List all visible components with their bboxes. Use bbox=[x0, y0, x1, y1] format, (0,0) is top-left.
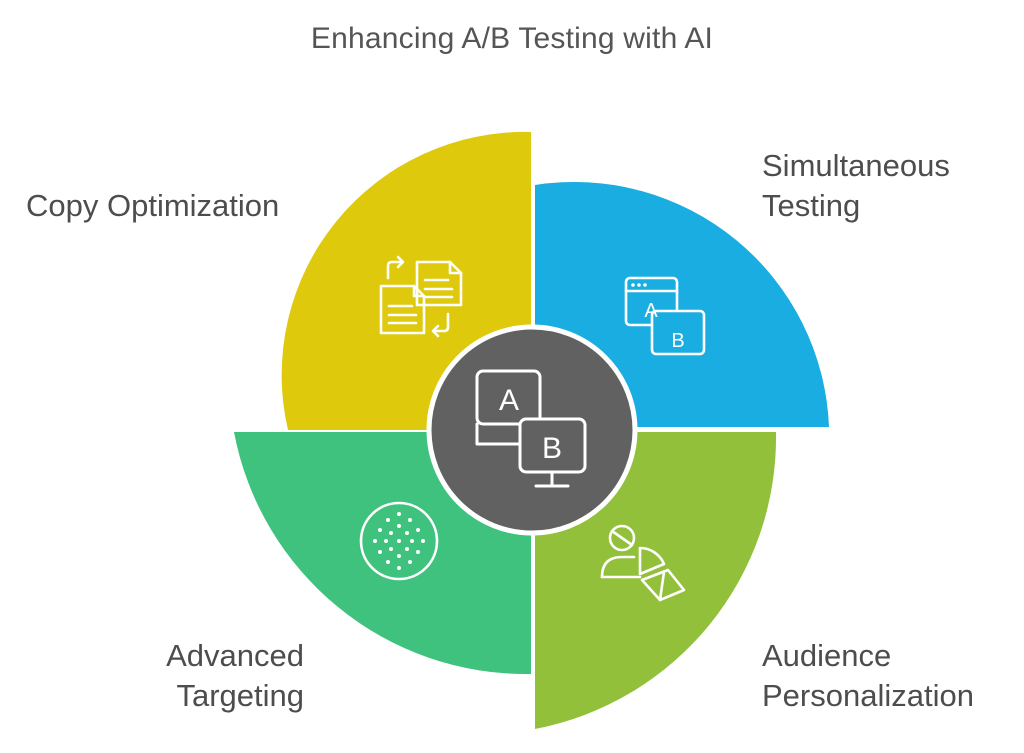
diagram-title: Enhancing A/B Testing with AI bbox=[310, 22, 714, 55]
dotted-circle-icon bbox=[359, 501, 439, 581]
sim-letter-a: A bbox=[644, 300, 658, 322]
label-aud-line-2: Personalization bbox=[762, 678, 974, 713]
sim-letter-b: B bbox=[671, 330, 684, 352]
center-letter-b: B bbox=[542, 432, 562, 465]
copy-swap-icon bbox=[379, 255, 463, 338]
ab-windows-icon bbox=[624, 276, 706, 356]
center-letter-a: A bbox=[499, 384, 519, 417]
label-adv-line-2: Targeting bbox=[176, 678, 304, 713]
label-adv-line-1: Advanced bbox=[166, 638, 304, 673]
person-pie-icon bbox=[600, 524, 686, 602]
label-aud-line-1: Audience bbox=[762, 638, 892, 673]
label-copy-optimization: Copy Optimization bbox=[26, 186, 279, 226]
window-dots bbox=[631, 283, 647, 287]
label-copy-line-1: Copy Optimization bbox=[26, 188, 280, 223]
label-sim-line-1: Simultaneous bbox=[762, 148, 950, 183]
label-audience-personalization: Audience Personalization bbox=[762, 636, 974, 716]
label-sim-line-2: Testing bbox=[762, 188, 861, 223]
label-simultaneous-testing: Simultaneous Testing bbox=[762, 146, 950, 226]
ab-monitor-icon bbox=[475, 369, 587, 488]
label-advanced-targeting: Advanced Targeting bbox=[166, 636, 304, 716]
